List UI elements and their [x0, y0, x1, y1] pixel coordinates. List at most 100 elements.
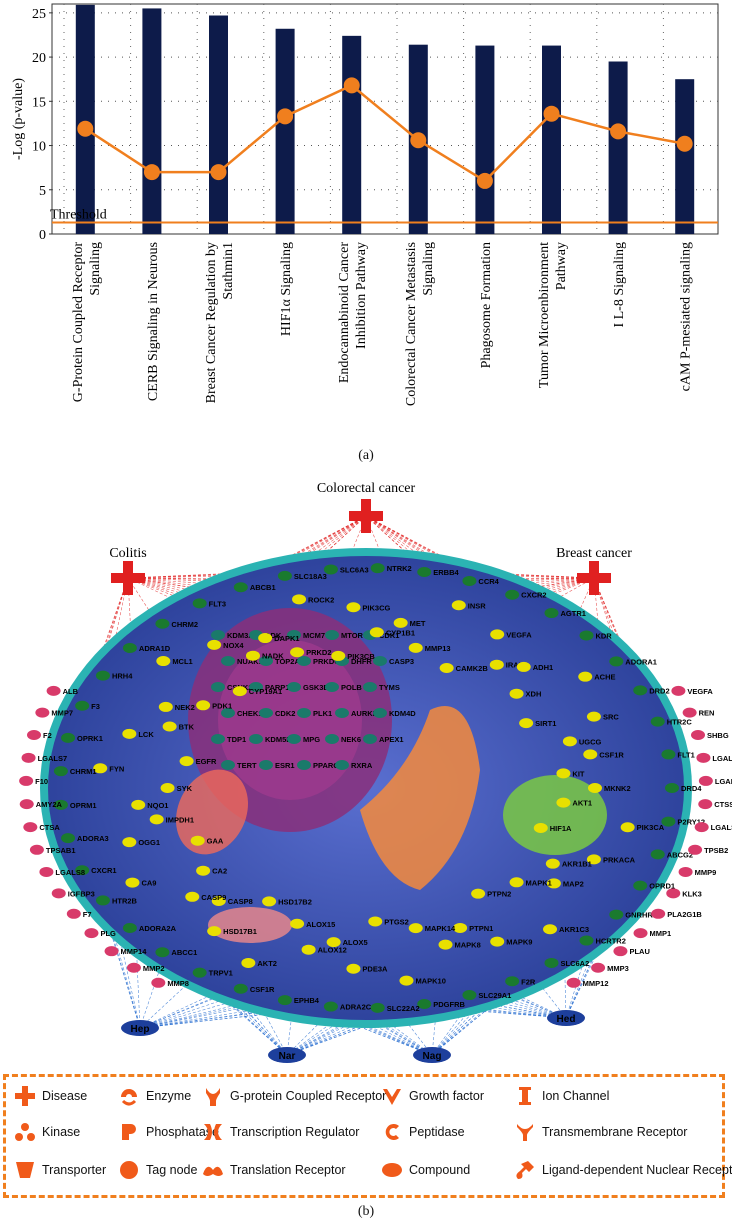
gene-label: CSF1R — [599, 750, 624, 759]
gene-node — [211, 682, 225, 692]
x-tick-label-line: Phagosome Formation — [479, 242, 494, 368]
disease-cross-icon — [349, 499, 383, 533]
y-tick-label: 20 — [32, 51, 46, 66]
gene-label: MAPK14 — [425, 924, 456, 933]
compound-label: Hep — [131, 1024, 150, 1035]
gene-node — [490, 936, 505, 947]
gene-label: ACHE — [594, 673, 615, 682]
gene-node — [149, 814, 164, 825]
gene-node — [417, 998, 432, 1009]
gene-label: NTRK2 — [387, 564, 412, 573]
legend-label: Phosphatase — [146, 1125, 219, 1139]
compound-edge — [139, 1000, 342, 1029]
gene-label: PLAU — [629, 947, 649, 956]
gene-node — [95, 895, 110, 906]
transmembrane-receptor-icon — [514, 1121, 536, 1143]
gene-node — [661, 816, 676, 827]
gene-node — [566, 977, 581, 988]
nucleolus — [218, 640, 362, 800]
gene-label: MTOR — [341, 631, 364, 640]
disease-cross-icon — [111, 561, 145, 595]
gene-label: ABCG2 — [667, 850, 693, 859]
gene-label: AKR1C3 — [559, 925, 589, 934]
gene-node — [346, 963, 361, 974]
gene-node — [221, 760, 235, 770]
gene-node — [370, 563, 385, 574]
gene-node — [462, 990, 477, 1001]
gene-label: UGCG — [579, 737, 602, 746]
gene-node — [104, 946, 119, 957]
gene-label: TOP2A — [275, 657, 300, 666]
gene-label: CASP3 — [389, 657, 414, 666]
gene-node — [259, 656, 273, 666]
legend-item: Peptidase — [381, 1121, 465, 1143]
y-tick-label: 10 — [32, 140, 46, 155]
disease-edge — [365, 515, 428, 573]
gene-label: MAPK9 — [506, 938, 532, 947]
gene-node — [462, 575, 477, 586]
gene-node — [370, 1002, 385, 1013]
gene-node — [489, 659, 504, 670]
legend-item: Disease — [14, 1085, 87, 1107]
bar — [142, 8, 162, 234]
gene-node — [19, 775, 34, 786]
gene-label: GNRHR — [625, 911, 653, 920]
gene-node — [408, 923, 423, 934]
legend-label: Enzyme — [146, 1089, 192, 1103]
x-tick-label-line: Signaling — [88, 242, 103, 296]
gene-node — [75, 700, 90, 711]
gene-node — [453, 922, 468, 933]
x-tick-label-line: Stathmin1 — [221, 242, 236, 300]
disease-label: Breast cancer — [556, 546, 632, 561]
gpcr-icon — [202, 1085, 224, 1107]
gene-label: ALB — [63, 687, 79, 696]
gene-node — [326, 937, 341, 948]
disease-edge — [427, 571, 595, 579]
gene-node — [95, 670, 110, 681]
gene-label: PDGFRB — [433, 1000, 465, 1009]
legend-label: Transporter — [42, 1163, 107, 1177]
disease-edge — [191, 515, 367, 609]
gene-label: F3 — [91, 702, 100, 711]
gene-label: CA2 — [212, 867, 227, 876]
legend-item: Compound — [381, 1159, 470, 1181]
gene-label: TPSAB1 — [46, 846, 76, 855]
gene-node — [93, 763, 108, 774]
legend-label: Disease — [42, 1089, 88, 1103]
gene-node — [122, 837, 137, 848]
gene-node — [698, 775, 713, 786]
gene-label: HTR2B — [112, 896, 138, 905]
gene-node — [287, 682, 301, 692]
gene-node — [325, 682, 339, 692]
gene-node — [665, 783, 679, 793]
gene-node — [509, 688, 524, 699]
gene-label: ALOX12 — [318, 946, 347, 955]
gene-node — [26, 729, 41, 740]
gene-node — [19, 799, 34, 810]
plot-frame — [51, 3, 719, 235]
gene-label: SHBG — [707, 731, 729, 740]
gene-label: PLG — [100, 929, 116, 938]
gene-node — [591, 962, 606, 973]
gene-node — [61, 833, 76, 844]
gene-label: AKT1 — [572, 799, 592, 808]
gene-node — [586, 711, 601, 722]
gene-node — [158, 701, 173, 712]
bar — [542, 45, 561, 235]
gene-node — [232, 686, 247, 697]
gene-label: DRD4 — [681, 784, 702, 793]
gene-label: HTR2C — [667, 718, 693, 727]
gene-label: CTSS — [714, 800, 732, 809]
enzyme-icon — [118, 1085, 140, 1107]
gene-node — [509, 877, 524, 888]
gene-node — [439, 663, 454, 674]
legend-item: Tag node — [118, 1159, 197, 1181]
gene-node — [155, 618, 170, 629]
legend-label: Transcription Regulator — [230, 1125, 360, 1139]
gene-label: KLK3 — [682, 889, 702, 898]
ratio-point — [543, 105, 560, 122]
gene-label: CHRM1 — [70, 767, 97, 776]
ratio-point — [343, 77, 360, 94]
gene-node — [346, 602, 361, 613]
